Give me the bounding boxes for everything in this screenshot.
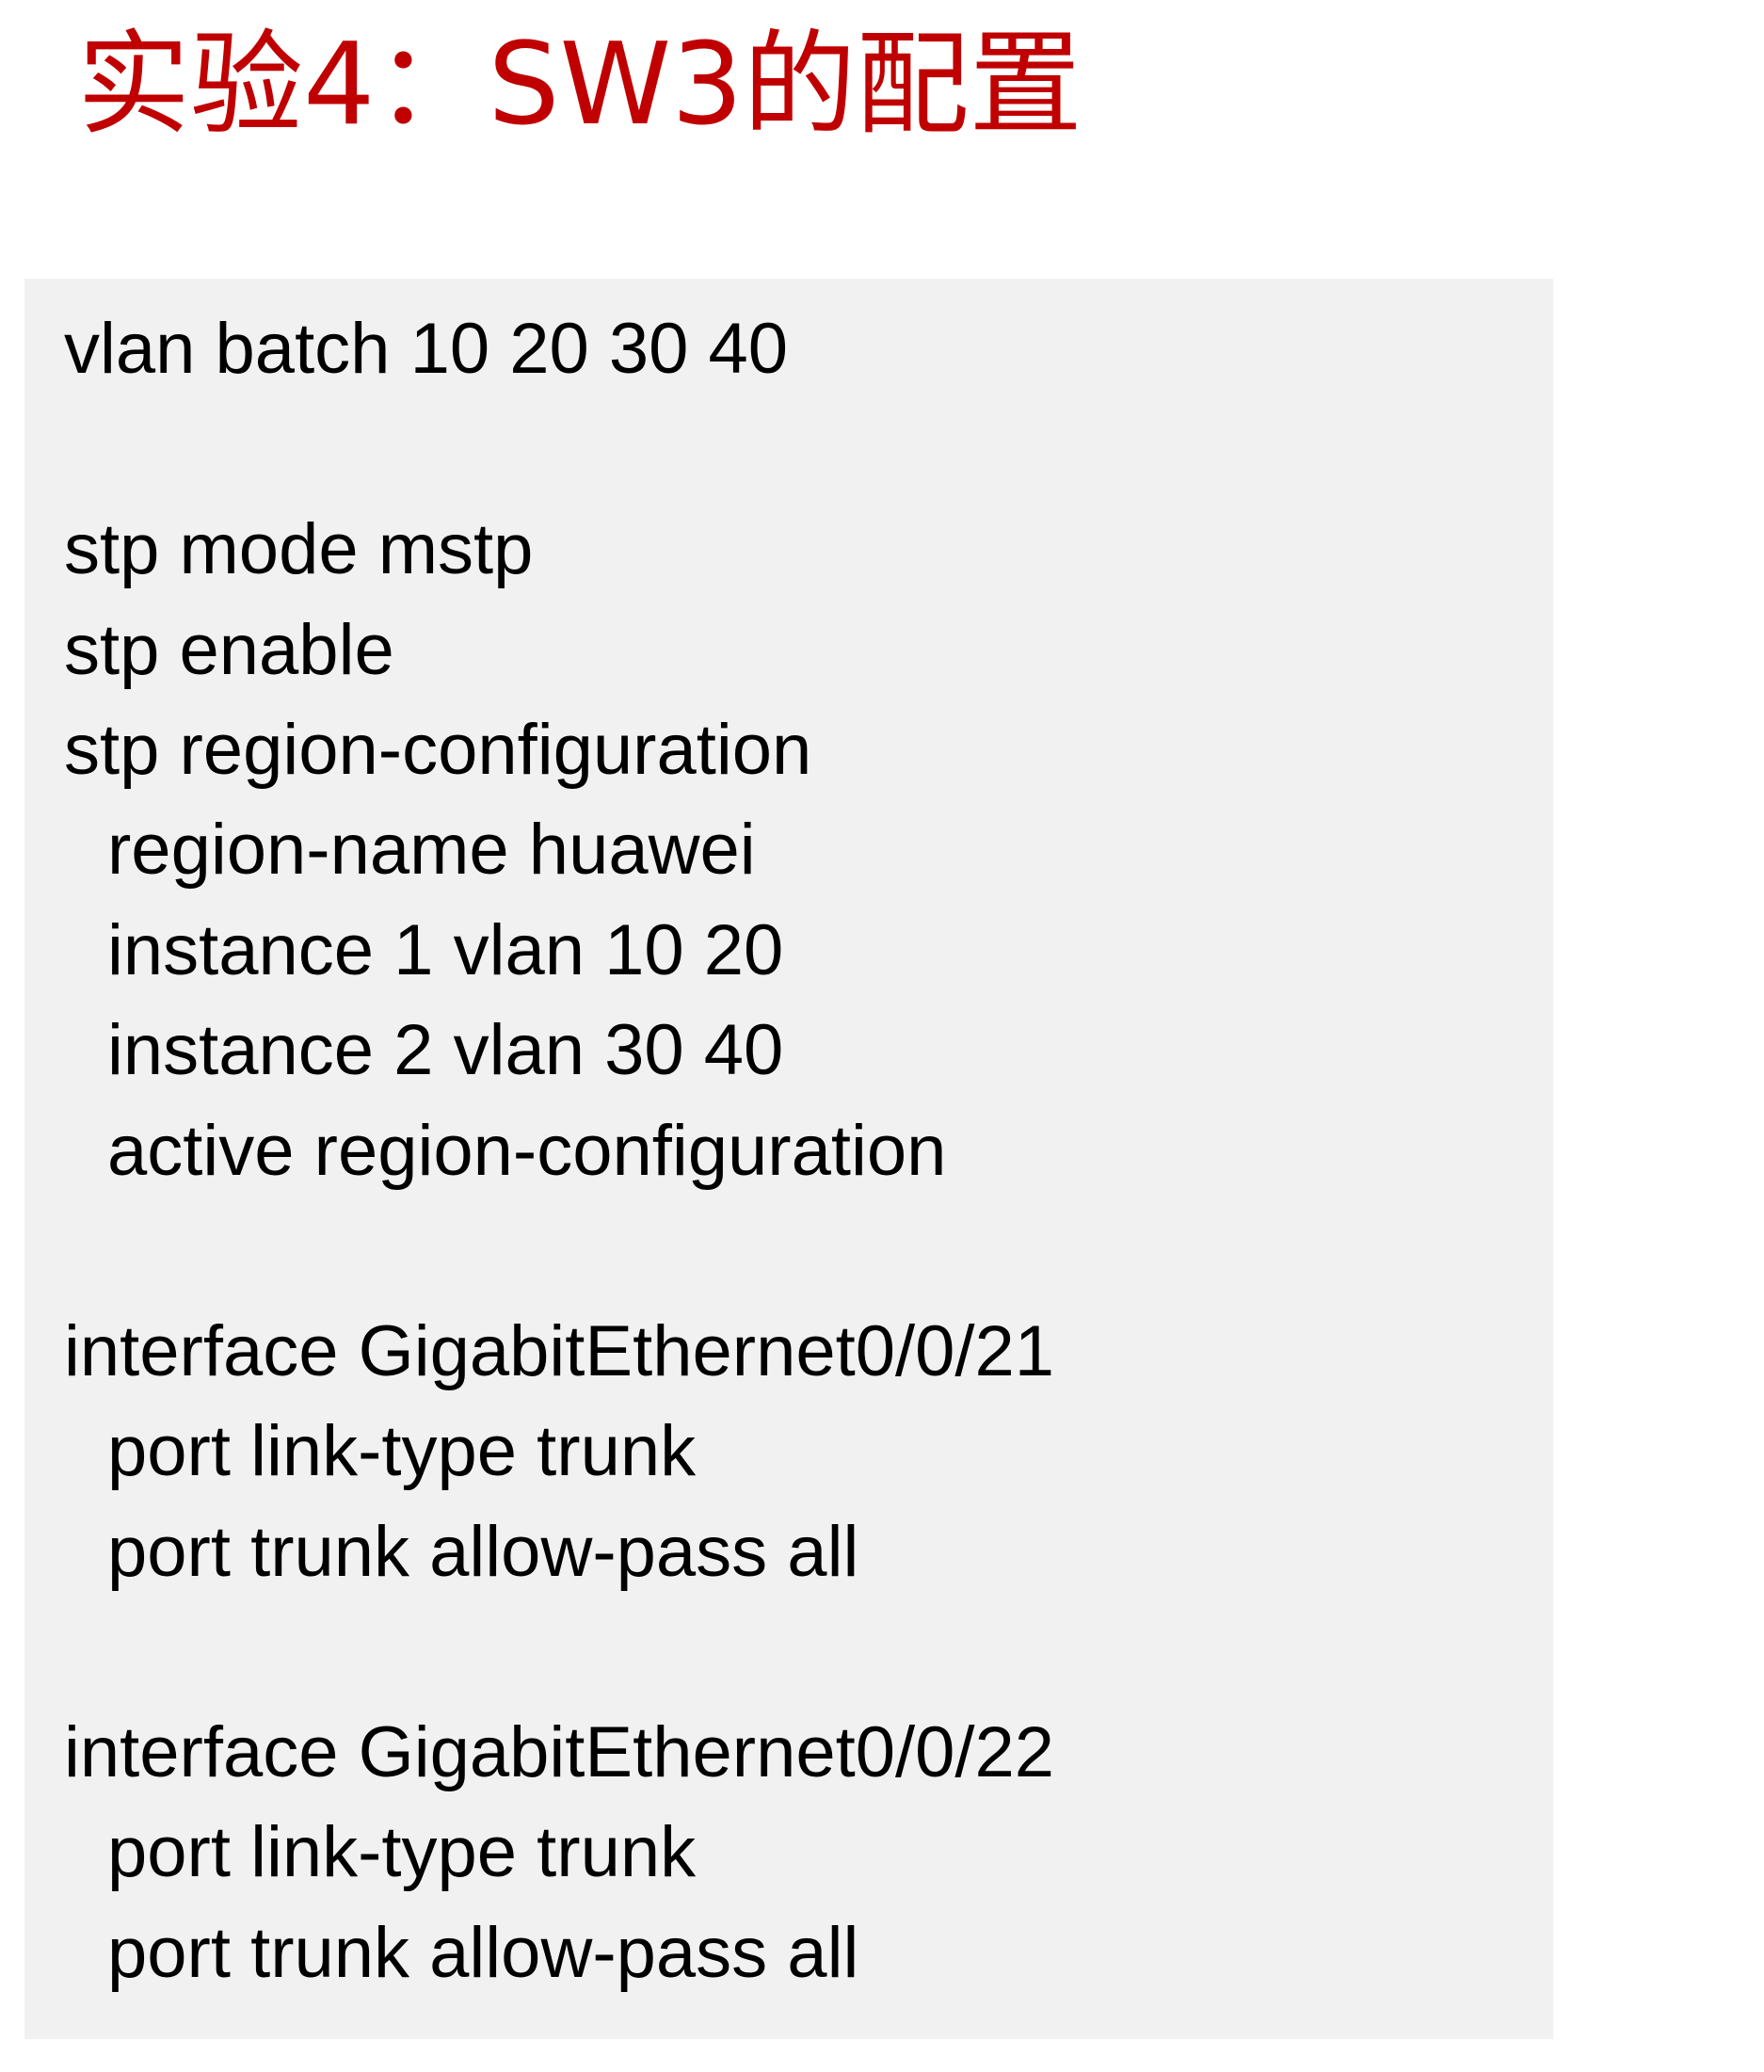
config-line-interface-ge21: interface GigabitEthernet0/0/21 bbox=[64, 1311, 1055, 1391]
config-line-ge22-link-type: port link-type trunk bbox=[107, 1812, 697, 1892]
config-line-ge21-link-type: port link-type trunk bbox=[107, 1411, 697, 1491]
config-line-region-name: region-name huawei bbox=[107, 810, 756, 890]
page-title: 实验4：SW3的配置 bbox=[77, 20, 1082, 151]
config-line-interface-ge22: interface GigabitEthernet0/0/22 bbox=[64, 1712, 1055, 1792]
config-line-active-region: active region-configuration bbox=[107, 1111, 947, 1191]
config-code-block: vlan batch 10 20 30 40 stp mode mstp stp… bbox=[24, 279, 1553, 2039]
config-line-ge21-allow-pass: port trunk allow-pass all bbox=[107, 1512, 859, 1592]
config-line-instance-1: instance 1 vlan 10 20 bbox=[107, 910, 784, 990]
config-line-vlan-batch: vlan batch 10 20 30 40 bbox=[64, 309, 789, 389]
config-line-stp-enable: stp enable bbox=[64, 610, 394, 690]
config-line-stp-region-configuration: stp region-configuration bbox=[64, 710, 812, 790]
config-line-stp-mode: stp mode mstp bbox=[64, 509, 534, 589]
config-line-ge22-allow-pass: port trunk allow-pass all bbox=[107, 1913, 859, 1993]
config-line-instance-2: instance 2 vlan 30 40 bbox=[107, 1010, 784, 1090]
